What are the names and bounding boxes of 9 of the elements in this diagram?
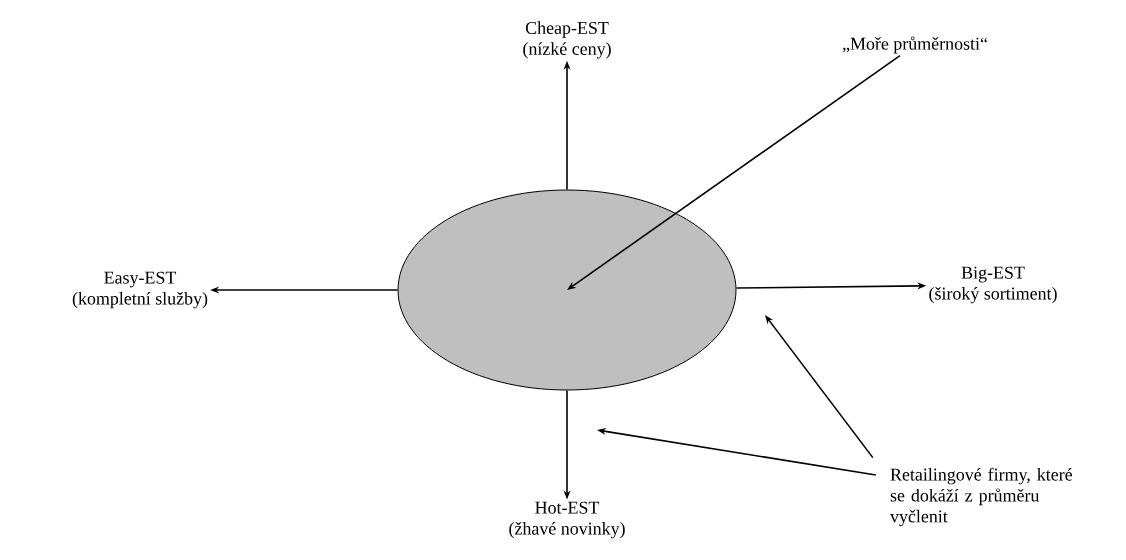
- text-label: Cheap-EST (nízké ceny): [523, 21, 611, 59]
- arrow: [567, 54, 901, 290]
- text-label: Retailingové firmy, které se dokáží z průměru vyčlenit: [890, 467, 1072, 527]
- text-label: Big-EST (široký sortiment): [929, 266, 1057, 304]
- text-label: Easy-EST (kompletní služby): [72, 271, 208, 309]
- ellipse: [397, 189, 737, 391]
- arrow: [765, 315, 874, 459]
- text-label: „Moře průměrnosti“: [842, 36, 988, 54]
- text-label: Hot-EST (žhavé novinky): [509, 501, 625, 539]
